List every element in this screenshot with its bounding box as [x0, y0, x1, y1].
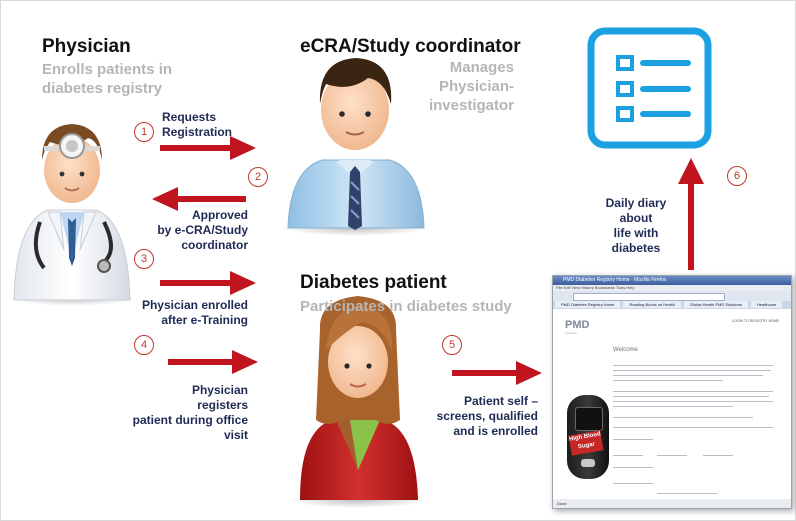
coordinator-subtitle-line-1: Manages [449, 59, 514, 76]
browser-status-bar: Done [553, 499, 791, 508]
text-line [657, 455, 687, 456]
step-5-badge: 5 [442, 335, 462, 355]
step-2-badge: 2 [248, 167, 268, 187]
step-6-line-2: about [619, 211, 653, 225]
step-4-line-3: patient during office [132, 413, 248, 427]
physician-subtitle: Enrolls patients in diabetes registry [42, 60, 172, 98]
text-line [613, 439, 653, 440]
blood-glucose-meter: High Blood Sugar [567, 395, 609, 479]
step-6-line-3: life with [613, 226, 659, 240]
welcome-heading: Welcome [613, 347, 638, 353]
patient-subtitle: Participates in diabetes study [300, 298, 512, 315]
registry-browser-screenshot: PMD Diabetes Registry Home - Mozilla Fir… [552, 275, 792, 509]
step-2-line-2: by e-CRA/Study [157, 223, 248, 237]
physician-subtitle-line-2: diabetes registry [42, 80, 163, 97]
coordinator-subtitle-line-2: Physician- [438, 78, 514, 95]
text-line [613, 391, 773, 392]
step-1-line-2: Registration [162, 125, 233, 139]
text-line [703, 455, 733, 456]
step-4-line-4: visit [223, 428, 248, 442]
patient-figure [288, 296, 428, 508]
physician-title: Physician [42, 36, 131, 57]
step-5-label: Patient self – screens, qualified and is… [428, 394, 538, 439]
browser-tab-strip: PMD Diabetes Registry Home Reading Books… [553, 301, 791, 309]
text-line [613, 370, 771, 371]
browser-tab: Healthcare [750, 301, 783, 308]
browser-tab: PMD Diabetes Registry Home [555, 301, 621, 308]
step-3-line-1: Physician enrolled [141, 298, 248, 312]
pmd-logo: PMD [565, 319, 590, 331]
browser-address-bar [573, 293, 725, 301]
patient-title: Diabetes patient [300, 272, 447, 293]
step-6-label: Daily diary about life with diabetes [590, 196, 682, 256]
coordinator-subtitle-line-3: investigator [428, 97, 514, 114]
text-line [613, 396, 769, 397]
step-1-badge: 1 [134, 122, 154, 142]
coordinator-figure [283, 58, 427, 236]
browser-title-bar: PMD Diabetes Registry Home - Mozilla Fir… [553, 276, 791, 285]
step-2-line-3: coordinator [181, 238, 248, 252]
step-3-line-2: after e-Training [161, 313, 248, 327]
pmd-logo-sub: solutions [565, 331, 577, 335]
step-3-badge: 3 [134, 249, 154, 269]
step-5-line-2: screens, qualified [436, 409, 538, 423]
checklist-icon [587, 27, 712, 149]
browser-tab: Reading Books on Health [623, 301, 681, 308]
step-2-label: Approved by e-CRA/Study coordinator [130, 208, 248, 253]
text-line [613, 406, 733, 407]
physician-subtitle-line-1: Enrolls patients in [42, 61, 173, 78]
meter-screen [575, 407, 603, 431]
meter-label: High Blood Sugar [568, 430, 604, 456]
browser-address-row [553, 291, 791, 301]
browser-menu-bar: File Edit View History Bookmarks Tools H… [553, 285, 791, 291]
step-2-line-1: Approved [191, 208, 248, 222]
step-6-badge: 6 [727, 166, 747, 186]
text-line [613, 427, 773, 428]
text-line [613, 483, 653, 484]
step-4-label: Physician registers patient during offic… [110, 383, 248, 443]
meter-button [581, 459, 595, 467]
text-line [613, 380, 723, 381]
step-5-line-1: Patient self – [463, 394, 538, 408]
text-line [613, 401, 773, 402]
arrow-step-5 [452, 361, 542, 385]
text-line [657, 493, 717, 494]
arrow-step-1 [160, 136, 256, 160]
arrow-step-3 [160, 271, 256, 295]
text-line [613, 365, 773, 366]
step-4-line-1: Physician [191, 383, 248, 397]
step-1-label: Requests Registration [162, 110, 232, 140]
text-line [613, 467, 653, 468]
step-5-line-3: and is enrolled [453, 424, 538, 438]
step-6-line-4: diabetes [611, 241, 661, 255]
arrow-step-6 [678, 158, 704, 270]
step-4-line-2: registers [197, 398, 248, 412]
text-line [613, 417, 753, 418]
coordinator-subtitle: Manages Physician- investigator [418, 58, 514, 115]
step-1-line-1: Requests [162, 110, 217, 124]
step-6-line-1: Daily diary [605, 196, 667, 210]
text-line [613, 375, 763, 376]
browser-page-content: PMD solutions LOGIN TO REGISTRY HOME Wel… [553, 309, 791, 499]
step-3-label: Physician enrolled after e-Training [130, 298, 248, 328]
arrow-step-4 [168, 350, 258, 374]
text-line [613, 455, 643, 456]
browser-tab: Global Health PMD Solutions [683, 301, 748, 308]
physician-figure [10, 124, 134, 306]
arrow-step-2 [152, 187, 246, 211]
login-link: LOGIN TO REGISTRY HOME [732, 319, 779, 323]
step-4-badge: 4 [134, 335, 154, 355]
coordinator-title: eCRA/Study coordinator [300, 36, 521, 57]
